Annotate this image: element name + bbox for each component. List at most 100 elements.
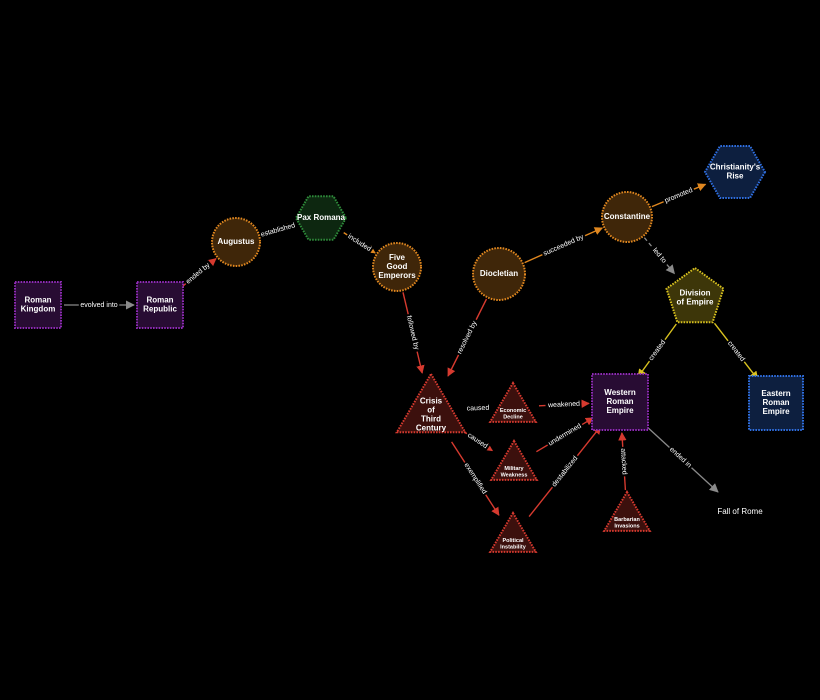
edge-label-bg [455,318,480,357]
node-label: Diocletian [480,269,518,278]
node-label-line: of [427,406,435,415]
edge-diocletian-crisis_third_century: resolved by [447,298,488,377]
node-label-line: Kingdom [21,305,56,314]
edge-label: weakened [547,401,580,410]
node-label-line: Rise [727,172,744,181]
square-shape [136,281,184,329]
node-label-line: Invasions [614,524,639,530]
node-label-line: Division [679,289,710,298]
node-label-line: Roman [146,296,173,305]
edge-label: attacked [619,448,628,475]
edge-label-bg [618,446,629,477]
edge-label: created [648,339,667,362]
square-shape [14,281,62,329]
circle-shape [372,242,422,292]
node-label-line: Weakness [501,473,528,479]
node-label-line: Economic [500,408,526,414]
edge-label: included [346,233,372,253]
triangle-shape [602,490,652,532]
edge-label-bg [649,245,669,267]
node-pax-romana[interactable]: Pax Romana [294,195,348,241]
edge-label-bg [545,400,582,410]
triangle-shape [489,439,539,481]
edge-label-bg [662,185,696,206]
edge-western_roman_empire-fall_of_rome: ended in [642,422,719,493]
edge-label: ended by [185,262,212,286]
node-label-line: Empire [762,407,790,416]
edge-label: succeeded by [542,233,585,257]
edge-crisis_third_century-political_instability: exemplified [451,441,500,516]
node-label-line: Pax Romana [297,213,346,222]
edge-five_good_emperors-crisis_third_century: followed by [402,292,425,374]
node-label-line: Roman [24,296,51,305]
node-label-line: Barbarian [614,517,640,523]
edge-barbarian_invasions-western_roman_empire: attacked [618,432,629,491]
edge-political_instability-western_roman_empire: destabilized [528,425,602,518]
node-label-line: Fall of Rome [717,507,763,516]
node-label-line: Diocletian [480,269,518,278]
node-label: Pax Romana [297,213,346,222]
edge-crisis_third_century-military_weakness: caused [462,430,494,452]
edge-division_of_empire-eastern_roman_empire: created [713,322,759,380]
node-fall-of-rome[interactable]: Fall of Rome [717,507,763,516]
edge-crisis_third_century-economic_decline: caused [465,404,492,414]
node-label-line: Decline [503,415,523,421]
edge-label-bg [549,453,581,490]
edge-label-bg [545,421,585,449]
node-label-line: Political [502,538,524,544]
edge-roman_republic-augustus: ended by [179,258,217,289]
edge-label-bg [258,221,298,240]
edge-label: ended in [668,446,693,469]
edge-label-bg [465,404,492,414]
edge-label: evolved into [80,302,117,309]
edge-label: established [260,222,296,238]
hexagon-shape [703,145,767,199]
edge-pax_romana-five_good_emperors: included [343,231,376,255]
edge-label: resolved by [456,320,479,356]
triangle-shape [488,381,538,423]
edge-constantine-division_of_empire: led to [643,237,675,275]
edge-diocletian-constantine: succeeded by [524,227,604,264]
node-label-line: Century [416,424,447,433]
edge-label: created [726,340,746,363]
square-shape [591,373,649,431]
edge-roman_kingdom-roman_republic: evolved into [64,300,135,310]
node-constantine[interactable]: Constantine [601,191,653,243]
edge-label-bg [183,260,214,287]
edge-label-bg [646,337,669,364]
node-augustus[interactable]: Augustus [211,217,261,267]
edge-label: exemplified [462,462,487,496]
hexagon-shape [294,195,348,241]
edge-label-bg [666,444,695,471]
node-label-line: Military [504,466,524,472]
node-label-line: Roman [606,397,633,406]
node-label-line: Five [389,253,406,262]
pentagon-shape [665,266,725,324]
edge-division_of_empire-western_roman_empire: created [637,323,677,378]
node-label-line: Crisis [420,397,443,406]
node-diocletian[interactable]: Diocletian [472,247,526,301]
node-label-line: Emperors [378,271,416,280]
circle-shape [211,217,261,267]
